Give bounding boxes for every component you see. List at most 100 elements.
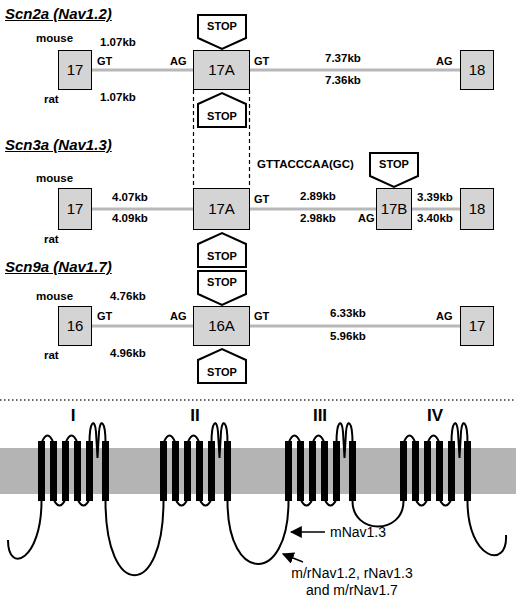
intron-line xyxy=(250,325,460,328)
domain-label: I xyxy=(53,406,93,426)
transmembrane-segment xyxy=(464,441,471,501)
intron-length: 4.07kb xyxy=(112,191,148,205)
stop-label: STOP xyxy=(207,365,237,379)
exon-box: 17B xyxy=(376,188,412,230)
stop-codon-marker: STOP xyxy=(197,232,247,268)
transmembrane-segment xyxy=(285,441,292,501)
intron-line xyxy=(92,325,193,328)
exon-label: 17 xyxy=(67,202,84,216)
exon-label: 17A xyxy=(208,202,235,216)
domain-label: II xyxy=(175,406,215,426)
intron-line xyxy=(250,208,376,211)
splice-site: AG xyxy=(436,310,453,323)
transmembrane-segment xyxy=(208,441,215,501)
exon-label: 16 xyxy=(67,319,84,333)
intracellular-loop xyxy=(106,501,164,575)
exon-label: 18 xyxy=(469,63,486,77)
transmembrane-segment xyxy=(184,441,191,501)
species-label: mouse xyxy=(36,290,73,304)
transmembrane-segment xyxy=(309,441,316,501)
transmembrane-segment xyxy=(62,441,69,501)
stop-shape xyxy=(198,349,246,383)
domain-segments xyxy=(400,423,471,505)
gene-title: Scn9a (Nav1.7) xyxy=(5,258,112,276)
splice-site: GT xyxy=(254,193,269,206)
domain-segments xyxy=(160,423,231,505)
intracellular-loop xyxy=(353,501,404,527)
intron-length: 5.96kb xyxy=(330,330,366,344)
stop-shape xyxy=(198,15,246,49)
domain-segments xyxy=(285,423,356,505)
exon-box: 17 xyxy=(460,306,494,346)
species-label: rat xyxy=(44,233,59,247)
stop-label: STOP xyxy=(207,275,237,289)
separator-line xyxy=(0,399,516,401)
splice-site: AG xyxy=(170,55,187,68)
stop-codon-marker: STOP xyxy=(197,270,247,306)
homology-line xyxy=(194,90,250,188)
transmembrane-segment xyxy=(349,441,356,501)
transmembrane-segment xyxy=(412,441,419,501)
exon-box: 16A xyxy=(193,306,250,346)
channel-loops xyxy=(8,501,506,575)
intron-length: 3.40kb xyxy=(417,212,453,226)
species-label: rat xyxy=(44,349,59,363)
c-terminus xyxy=(468,501,507,555)
stop-label: STOP xyxy=(379,157,409,171)
species-label: rat xyxy=(44,93,59,107)
exon-box: 16 xyxy=(58,306,92,346)
transmembrane-segment xyxy=(74,441,81,501)
transmembrane-segment xyxy=(196,441,203,501)
intron-length: 2.89kb xyxy=(300,190,336,204)
exon-label: 18 xyxy=(469,202,486,216)
transmembrane-segment xyxy=(321,441,328,501)
gene-title: Scn2a (Nav1.2) xyxy=(5,5,112,23)
stop-shape xyxy=(198,93,246,127)
transmembrane-segment xyxy=(436,441,443,501)
intron-length: 7.37kb xyxy=(325,52,361,66)
transmembrane-segment xyxy=(224,441,231,501)
exon-label: 17B xyxy=(381,202,408,216)
splice-site: AG xyxy=(436,55,453,68)
species-label: mouse xyxy=(36,172,73,186)
intron-length: 4.96kb xyxy=(110,347,146,361)
intron-line xyxy=(92,208,193,211)
exon-box: 17 xyxy=(58,50,92,90)
domain-segments xyxy=(38,423,109,505)
stop-label: STOP xyxy=(207,109,237,123)
pointer-arrow xyxy=(291,531,325,533)
intron-length: 4.09kb xyxy=(112,212,148,226)
splice-site: GT xyxy=(97,55,112,68)
transmembrane-segment xyxy=(160,441,167,501)
stop-codon-marker: STOP xyxy=(369,152,419,188)
splice-site: GT xyxy=(97,310,112,323)
transmembrane-segment xyxy=(86,441,93,501)
stop-codon-marker: STOP xyxy=(197,348,247,384)
splice-site: GT xyxy=(254,310,269,323)
intron-line xyxy=(412,208,460,211)
exon-box: 17A xyxy=(193,188,250,230)
n-terminus xyxy=(8,501,42,559)
domain-label: III xyxy=(300,406,340,426)
exon-label: 17 xyxy=(67,63,84,77)
exon-box: 18 xyxy=(460,188,494,230)
exon-box: 17 xyxy=(58,188,92,230)
intron-line xyxy=(250,69,460,72)
splice-site: GT xyxy=(254,55,269,68)
transmembrane-segment xyxy=(448,441,455,501)
stop-codon-marker: STOP xyxy=(197,92,247,128)
transmembrane-segment xyxy=(38,441,45,501)
intron-length: 7.36kb xyxy=(325,74,361,88)
stop-shape xyxy=(198,271,246,305)
exon-label: 17 xyxy=(469,319,486,333)
transmembrane-segment xyxy=(333,441,340,501)
transmembrane-segment xyxy=(50,441,57,501)
splice-site: AG xyxy=(170,310,187,323)
domain-label: IV xyxy=(415,406,455,426)
species-label: mouse xyxy=(36,32,73,46)
transmembrane-segment xyxy=(172,441,179,501)
intron-length: 3.39kb xyxy=(417,191,453,205)
intron-length: 1.07kb xyxy=(100,91,136,105)
